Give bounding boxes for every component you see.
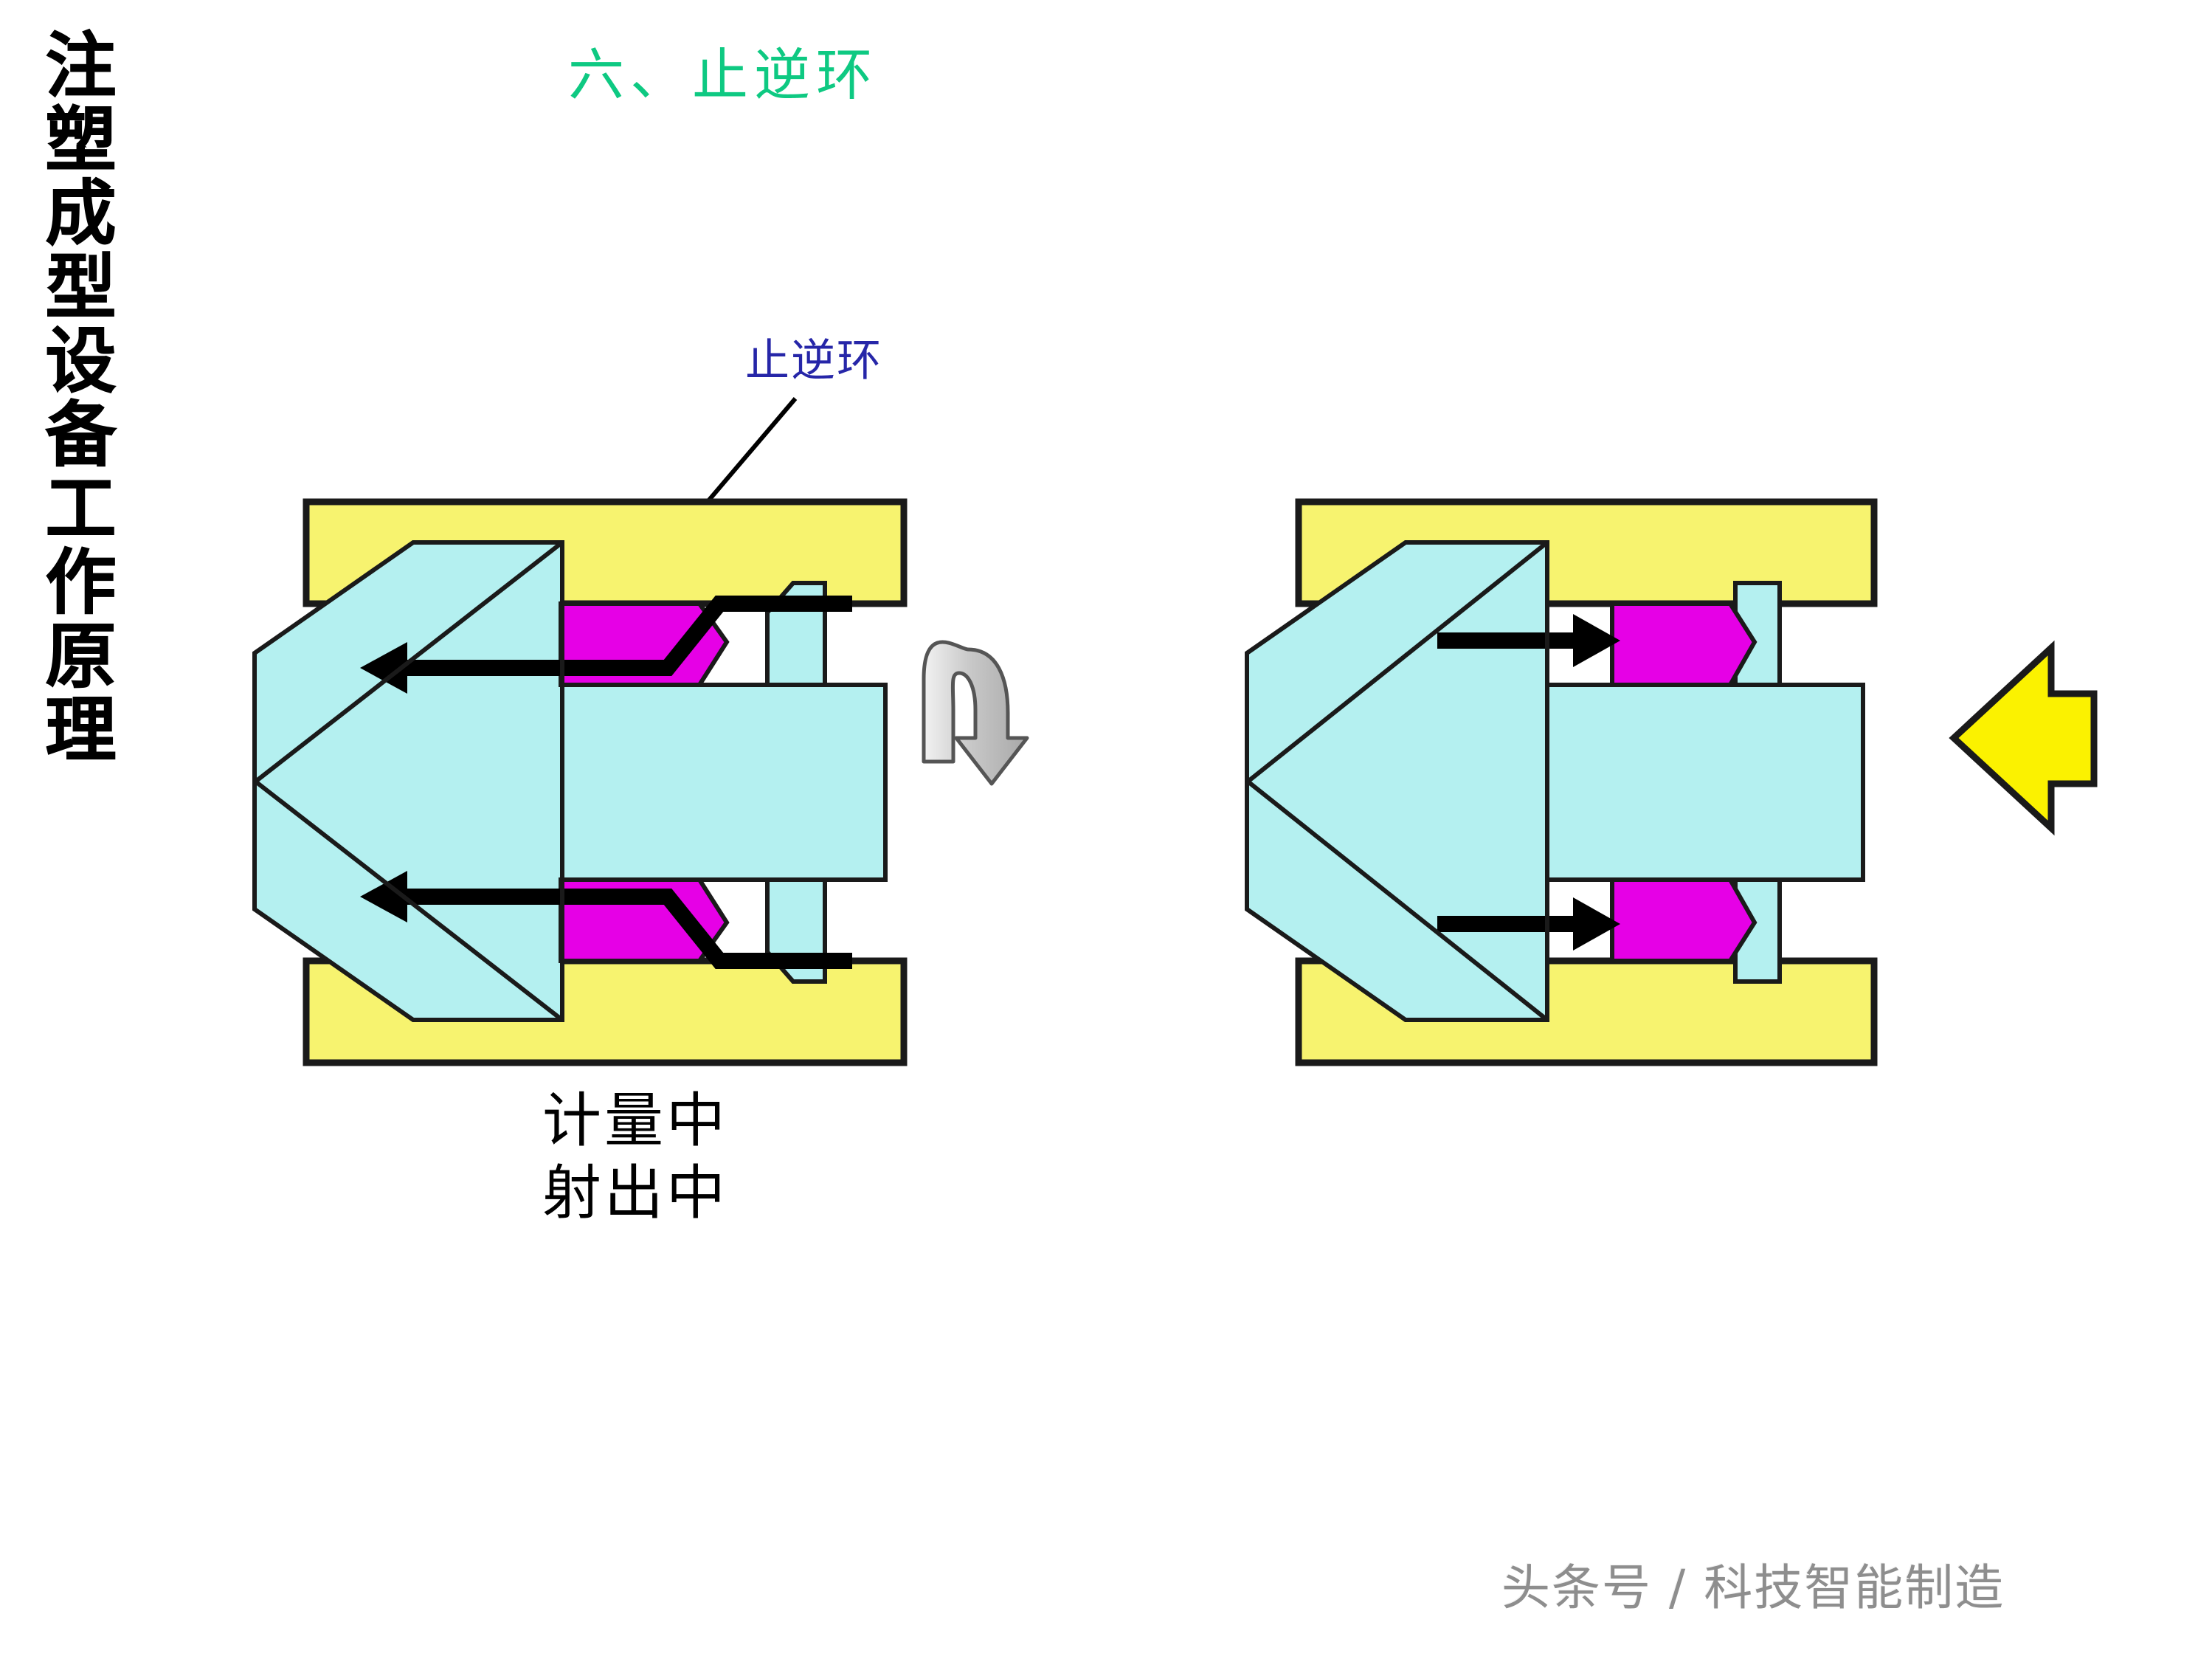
channel-wall-top-left — [528, 596, 852, 676]
screw-body-right — [1245, 540, 1865, 1022]
melt-flow-arrow-bottom-left — [360, 871, 561, 922]
vertical-spine-title: 注塑成型设备工作原理 — [33, 28, 117, 767]
check-ring-bottom-right — [1610, 877, 1757, 963]
check-ring-top-left — [559, 601, 730, 687]
screw-rotation-arrow — [922, 640, 1029, 786]
barrel-band-bottom-right — [1295, 957, 1878, 1066]
injection-stage-diagram — [1245, 498, 1878, 1066]
metering-stage-diagram — [252, 498, 908, 1066]
melt-flow-arrow-top-left — [360, 642, 561, 694]
channel-wall-bottom-left — [528, 889, 852, 969]
screw-seat-tab-bottom-left — [765, 877, 827, 984]
screw-seat-tab-top-left — [765, 581, 827, 687]
screw-shaft-right — [1545, 683, 1865, 882]
screw-seat-tab-bottom-right — [1733, 877, 1782, 984]
check-ring-bottom-left — [559, 877, 730, 963]
screw-shaft-left — [560, 683, 888, 882]
caption-injection: 射出中 — [542, 1158, 728, 1227]
page-title: 六、止逆环 — [568, 42, 878, 108]
caption-metering: 计量中 — [542, 1086, 728, 1155]
screw-seat-tab-top-right — [1733, 581, 1782, 687]
watermark-text: 头条号 / 科技智能制造 — [1501, 1559, 2005, 1616]
barrel-band-top-right — [1295, 498, 1878, 607]
callout-leader-line — [671, 397, 798, 548]
screw-flight-lines-right — [1245, 540, 1549, 1022]
melt-flow-arrow-top-right — [1437, 614, 1620, 667]
injection-push-arrow — [1949, 640, 2098, 836]
screw-body-left — [252, 540, 888, 1022]
stage-captions: 计量中 射出中 — [542, 1085, 728, 1229]
melt-flow-arrow-bottom-right — [1437, 897, 1620, 951]
screw-flight-lines-left — [253, 540, 564, 1022]
callout-label-check-ring: 止逆环 — [745, 335, 882, 387]
barrel-band-bottom-left — [303, 957, 908, 1066]
check-ring-top-right — [1610, 601, 1757, 687]
barrel-band-top-left — [303, 498, 908, 607]
